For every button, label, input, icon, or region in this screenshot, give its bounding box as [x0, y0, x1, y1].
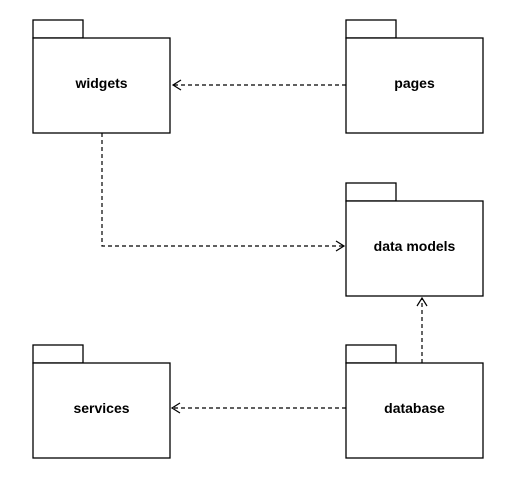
package-tab — [345, 19, 397, 39]
package-tab — [32, 344, 84, 364]
package-tab — [32, 19, 84, 39]
dependency-database-to-services — [170, 402, 346, 414]
package-database[interactable]: database — [345, 344, 484, 459]
package-body — [345, 362, 484, 459]
package-body — [345, 200, 484, 297]
package-services[interactable]: services — [32, 344, 171, 459]
package-tab — [345, 182, 397, 202]
dependency-database-to-data-models — [416, 296, 428, 363]
dependency-pages-to-widgets — [171, 79, 346, 91]
package-data-models[interactable]: data models — [345, 182, 484, 297]
package-body — [32, 362, 171, 459]
package-body — [345, 37, 484, 134]
package-label-data-models: data models — [374, 238, 456, 254]
package-label-widgets: widgets — [74, 75, 127, 91]
package-tab — [345, 344, 397, 364]
package-widgets[interactable]: widgets — [32, 19, 171, 134]
package-pages[interactable]: pages — [345, 19, 484, 134]
package-body — [32, 37, 171, 134]
package-label-database: database — [384, 400, 445, 416]
dependency-widgets-to-data-models — [101, 133, 346, 252]
package-label-services: services — [73, 400, 129, 416]
package-label-pages: pages — [394, 75, 435, 91]
